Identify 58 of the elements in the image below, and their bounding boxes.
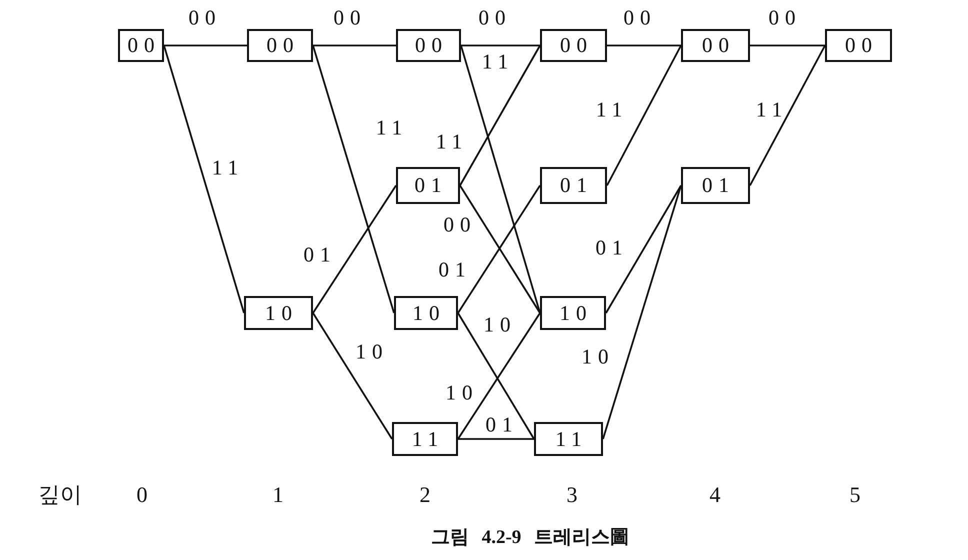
edge-label: 11 (212, 158, 244, 178)
state-box: 00 (396, 29, 461, 62)
depth-number: 3 (566, 484, 578, 506)
edge-label: 00 (478, 8, 512, 28)
trellis-branch (750, 44, 825, 46)
trellis-branch (313, 44, 396, 46)
depth-number: 4 (710, 484, 720, 506)
state-box: 00 (681, 29, 750, 62)
state-box: 00 (540, 29, 607, 62)
trellis-branch (163, 45, 245, 314)
trellis-branch (312, 185, 397, 314)
trellis-branch (458, 438, 534, 440)
state-box: 10 (540, 296, 606, 330)
edge-label: 10 (446, 382, 478, 404)
edge-label: 01 (596, 238, 628, 258)
trellis-branch (461, 44, 540, 46)
trellis-branch (605, 185, 682, 314)
edge-label: 00 (444, 214, 476, 236)
state-box: 00 (247, 29, 313, 62)
state-box: 10 (394, 296, 458, 330)
figure-caption: 그림 4.2-9 트레리스圖 (430, 526, 630, 550)
edge-label: 00 (334, 8, 366, 28)
edge-label: 11 (376, 118, 408, 138)
trellis-branch (607, 44, 681, 46)
state-box: 11 (392, 422, 458, 456)
edge-label: 10 (484, 314, 516, 336)
state-box: 00 (118, 29, 164, 62)
edge-label: 01 (486, 414, 518, 436)
edge-label: 01 (438, 260, 472, 280)
depth-number: 0 (136, 484, 148, 506)
state-box: 11 (534, 422, 603, 456)
trellis-branch (459, 45, 541, 186)
axis-title: 깊이 (38, 484, 82, 506)
edge-label: 11 (482, 52, 514, 72)
edge-label: 10 (582, 346, 614, 368)
depth-number: 2 (420, 484, 430, 506)
trellis-branch (312, 45, 395, 314)
trellis-branch (749, 45, 826, 186)
edge-label: 00 (768, 8, 802, 28)
edge-label: 00 (188, 8, 222, 28)
depth-number: 5 (850, 484, 860, 506)
edge-label: 11 (436, 132, 468, 152)
trellis-branch (312, 312, 393, 440)
edge-label: 00 (624, 8, 656, 28)
trellis-branch (164, 44, 247, 46)
edge-label: 01 (304, 244, 336, 266)
state-box: 01 (681, 167, 750, 204)
trellis-branch (602, 185, 682, 440)
edge-label: 11 (756, 100, 788, 120)
state-box: 01 (540, 167, 607, 204)
depth-number: 1 (272, 484, 284, 506)
trellis-branch (460, 45, 541, 314)
edge-label: 11 (596, 100, 628, 120)
edge-label: 10 (356, 342, 388, 362)
state-box: 00 (825, 29, 892, 62)
trellis-branch (606, 45, 682, 186)
state-box: 01 (396, 167, 460, 204)
state-box: 10 (244, 296, 313, 330)
